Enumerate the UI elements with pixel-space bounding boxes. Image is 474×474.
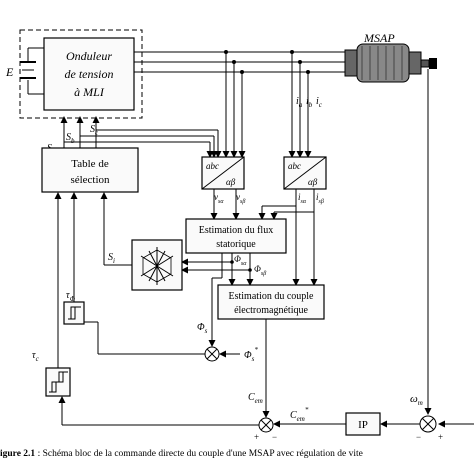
current-transform-ab: αβ [308,177,318,187]
phi-beta-label: Φsβ [254,264,266,277]
ia-label: ia [296,96,303,109]
inverter-label-line2: de tension [65,67,114,81]
ip-label: IP [358,419,368,431]
ip-regulator-block: IP [273,412,420,436]
speed-plus-sign: + [438,432,443,442]
flux-hysteresis-block: τΦ [63,192,85,325]
phi-ref-label: Φs* [244,346,258,363]
flux-label-line1: Estimation du flux [199,225,273,236]
v-alpha-label: vsα [214,192,224,205]
flux-estimation-block: Estimation du flux statorique [185,218,287,254]
inverter-label-line3: à MLI [74,85,105,99]
torque-plus-sign: + [254,432,259,442]
current-transform-block: abc αβ [283,156,327,190]
ib-label: ib [306,96,313,109]
i-alpha-label: isα [298,192,307,205]
ic-label: ic [316,96,323,109]
alphabeta-signals: vsα vsβ isα isβ [210,189,324,286]
cem-label: Cem [248,392,263,405]
flux-comparator: Φs* [82,321,258,363]
torque-comparator: Cem* − + [58,396,309,442]
i-beta-label: isβ [316,192,324,205]
table-label-line1: Table de [71,158,109,170]
torque-label-line2: électromagnétique [234,305,308,316]
tau-c-label: τc [32,350,40,363]
v-beta-label: vsβ [236,192,245,205]
flux-magnitude-path: Φs [197,253,223,347]
omega-label: ωm [410,393,423,407]
inverter-block: Onduleur de tension à MLI [19,29,143,119]
torque-hysteresis-block: τc [32,192,71,397]
current-transform-abc: abc [288,161,301,171]
si-label: Si [108,252,115,265]
flux-outputs: Φsα Φsβ [181,253,266,286]
current-labels: ia ib ic [296,96,323,109]
dc-voltage-source: E [5,47,44,95]
figure-caption: igure 2.1 : Schéma bloc de la commande d… [0,449,363,459]
torque-label-line1: Estimation du couple [229,291,315,302]
sb-label: Sb [66,132,75,145]
table-label-line2: sélection [70,174,110,186]
speed-minus-sign: − [416,432,421,442]
speed-comparator: − + [416,415,443,442]
torque-minus-sign: − [272,432,277,442]
flux-label-line2: statorique [216,239,256,250]
dc-voltage-label: E [5,65,14,79]
tau-phi-label: τΦ [66,290,76,303]
speed-feedback: ωm [410,69,474,428]
sector-detector-block: Si [100,192,183,291]
inverter-label-line1: Onduleur [66,49,112,63]
voltage-transform-ab: αβ [226,177,236,187]
phi-alpha-label: Φsα [234,254,247,267]
msap-motor: MSAP [344,31,437,83]
torque-estimate-path: Cem [248,319,270,418]
voltage-transform-abc: abc [206,161,219,171]
motor-label: MSAP [363,31,395,45]
phi-s-label: Φs [197,322,208,335]
voltage-transform-block: abc αβ [201,156,245,190]
sc-label: Sc [90,124,99,137]
torque-estimation-block: Estimation du couple électromagnétique [217,284,325,320]
selection-table-block: Table de sélection [41,147,139,193]
cem-ref-label: Cem* [290,406,309,423]
three-phase-lines [134,50,345,158]
